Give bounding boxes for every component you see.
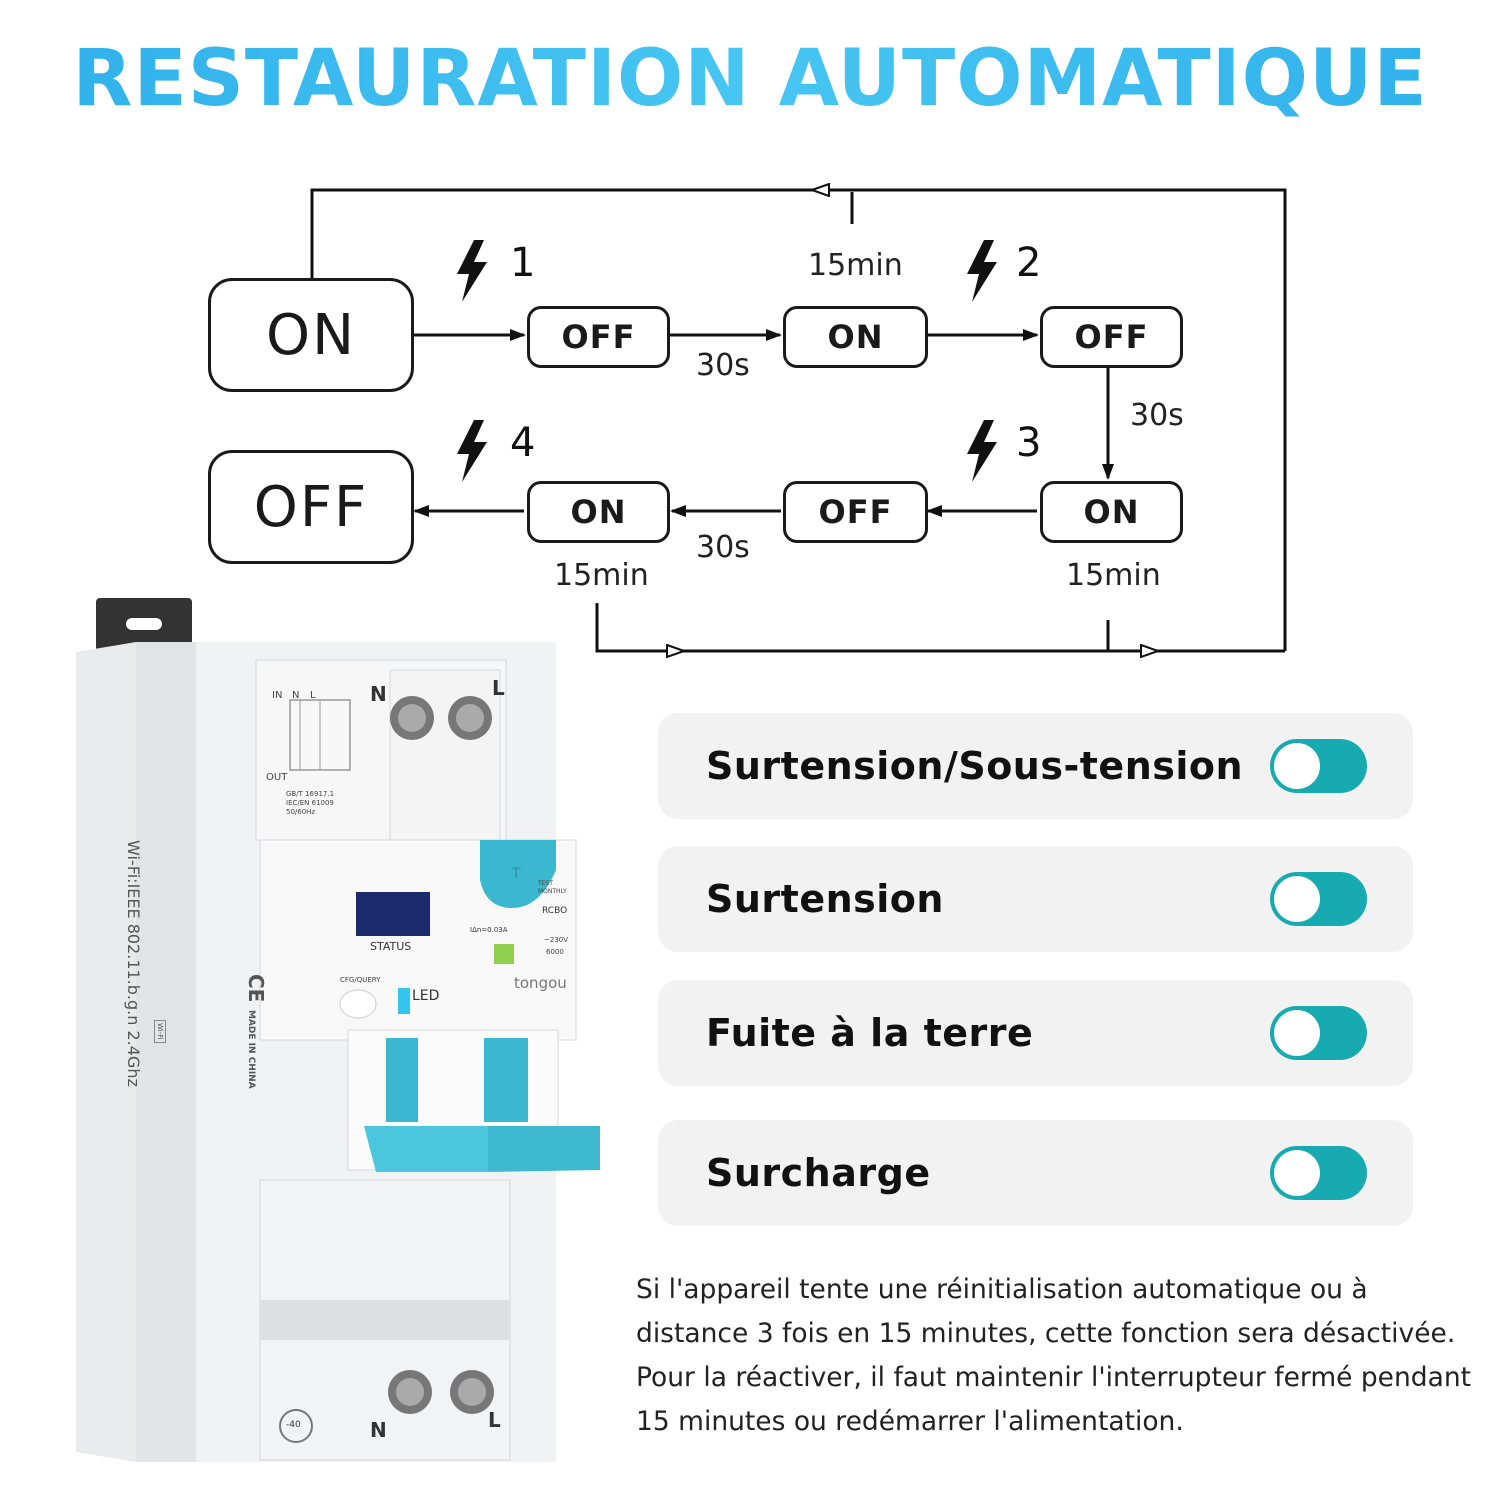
event-number: 2 — [1016, 240, 1042, 286]
terminal-label: N — [370, 682, 387, 706]
toggle-knob — [1274, 1150, 1320, 1196]
lightning-bolt-icon — [457, 420, 487, 482]
toggle-knob — [1274, 743, 1320, 789]
protection-label: Surtension/Sous-tension — [706, 744, 1244, 788]
led-label: LED — [412, 988, 440, 1004]
event-number: 3 — [1016, 420, 1042, 466]
delay-label: 15min — [808, 248, 903, 283]
state-on-start: ON — [208, 278, 414, 392]
protection-toggle[interactable] — [1270, 739, 1367, 793]
test-button: T — [512, 866, 521, 882]
protection-label: Surcharge — [706, 1151, 931, 1195]
toggle-knob — [1274, 876, 1320, 922]
ce-mark: CE — [244, 974, 268, 1003]
state-box: OFF — [1040, 306, 1183, 368]
leakage-label: IΔn=0.03A — [470, 926, 508, 934]
delay-label: 15min — [1066, 558, 1161, 593]
temperature-label: -40 — [286, 1420, 301, 1430]
event-number: 1 — [510, 240, 536, 286]
protection-row-overvoltage-undervoltage: Surtension/Sous-tension — [658, 713, 1413, 819]
lightning-bolt-icon — [967, 240, 997, 302]
state-box: OFF — [783, 481, 928, 543]
protection-toggle[interactable] — [1270, 1006, 1367, 1060]
brand-logo: tongou — [514, 974, 567, 992]
flow-connectors — [310, 0, 1287, 680]
protection-row-overload: Surcharge — [658, 1120, 1413, 1226]
wifi-badge: Wi-Fi — [154, 1020, 166, 1043]
test-label: TEST MONTHLY — [538, 880, 567, 895]
cfg-label: CFG/QUERY — [340, 976, 381, 984]
wiring-label: IN — [272, 690, 283, 701]
rcbo-label: RCBO — [542, 906, 568, 916]
restoration-flow-diagram: ON OFF OFF ON OFF ON OFF ON 30s 15min 30… — [0, 0, 1500, 680]
terminal-label: N — [370, 1418, 387, 1442]
protection-label: Surtension — [706, 877, 944, 921]
terminal-label: L — [488, 1408, 501, 1432]
description-text: Si l'appareil tente une réinitialisation… — [636, 1274, 1472, 1437]
protection-row-overvoltage: Surtension — [658, 846, 1413, 952]
protection-toggle[interactable] — [1270, 1146, 1367, 1200]
delay-label: 15min — [554, 558, 649, 593]
made-in-label: MADE IN CHINA — [246, 1010, 256, 1089]
lightning-bolt-icon — [457, 240, 487, 302]
state-box: ON — [783, 306, 928, 368]
delay-label: 30s — [696, 530, 750, 565]
page-title: RESTAURATION AUTOMATIQUE — [0, 34, 1500, 124]
state-box: ON — [1040, 481, 1183, 543]
wiring-label: L — [310, 690, 316, 701]
delay-label: 30s — [696, 348, 750, 383]
voltage-label: ~230V — [544, 936, 569, 944]
standards-label: GB/T 16917.1 IEC/EN 61009 50/60Hz — [286, 790, 335, 816]
status-label: STATUS — [370, 940, 412, 953]
terminal-label: L — [492, 676, 505, 700]
state-box: OFF — [527, 306, 670, 368]
wiring-label: OUT — [266, 772, 288, 783]
protection-toggle[interactable] — [1270, 872, 1367, 926]
delay-label: 30s — [1130, 398, 1184, 433]
toggle-knob — [1274, 1010, 1320, 1056]
wiring-label: N — [292, 690, 300, 701]
state-off-end: OFF — [208, 450, 414, 564]
lightning-bolt-icon — [967, 420, 997, 482]
rcbo-breaker-illustration: N L IN N L OUT GB/T 16917.1 IEC/EN 61009… — [60, 590, 620, 1470]
state-box: ON — [527, 481, 670, 543]
protection-row-earth-leakage: Fuite à la terre — [658, 980, 1413, 1086]
event-number: 4 — [510, 420, 536, 466]
capacity-label: 6000 — [546, 948, 564, 956]
protection-label: Fuite à la terre — [706, 1011, 1034, 1055]
wifi-spec-label: Wi-Fi:IEEE 802.11.b.g.n 2.4Ghz — [124, 840, 143, 1087]
